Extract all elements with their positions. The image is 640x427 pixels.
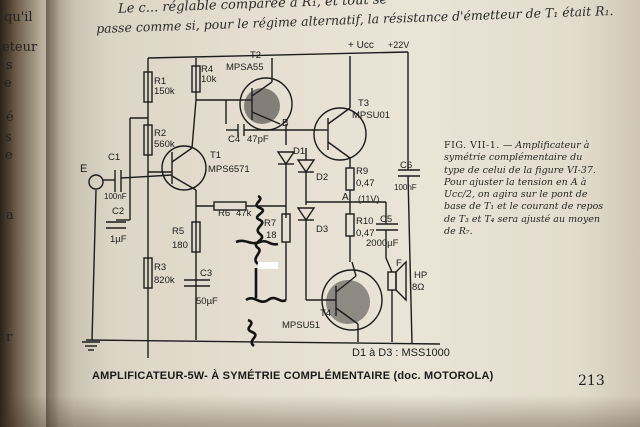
r6-label: R6	[218, 208, 230, 219]
c6-label: C6	[400, 160, 412, 171]
left-page-word: é	[6, 110, 14, 125]
r1-value: 150k	[154, 86, 175, 97]
left-page-word: s	[6, 58, 13, 73]
c4-label: C4	[228, 134, 240, 145]
left-page-word: r	[6, 330, 13, 345]
diode-note: D1 à D3 : MSS1000	[352, 347, 450, 359]
r7-value: 18	[266, 230, 277, 241]
r3-label: R3	[154, 262, 166, 273]
left-page-edge	[0, 0, 52, 427]
r9-value: 0,47	[356, 178, 375, 189]
t1-transistor	[161, 145, 207, 191]
figure-text: — Amplificateur à symétrie complémentair…	[444, 140, 604, 238]
page-number: 213	[578, 373, 605, 389]
c2-label: C2	[112, 206, 124, 217]
d1-diode	[276, 151, 296, 166]
t1-value: MPS6571	[208, 164, 250, 175]
r2-label: R2	[154, 128, 166, 139]
c3-label: C3	[200, 268, 212, 279]
node-a-label: A	[342, 192, 349, 203]
supply-label: + Ucc	[348, 40, 374, 51]
paint-smudge	[258, 262, 278, 269]
r3-value: 820k	[154, 275, 175, 286]
left-page-word: e	[5, 148, 13, 163]
r1-label: R1	[154, 76, 166, 87]
c5-value: 2000µF	[366, 238, 399, 249]
t2-label: T2	[250, 50, 261, 61]
c4-value: 47pF	[247, 134, 269, 145]
ground-symbol	[82, 341, 100, 351]
handwritten-scribble	[235, 194, 287, 348]
c3-value: 50µF	[196, 296, 218, 307]
d3-label: D3	[316, 224, 328, 235]
t4-label: T4	[320, 308, 331, 319]
r2-value: 560k	[154, 139, 175, 150]
r6-value: 47k	[236, 208, 252, 219]
r4-value: 10k	[201, 74, 217, 85]
r7-label: R7	[264, 218, 276, 229]
r5-label: R5	[172, 226, 184, 237]
c1-label: C1	[108, 152, 120, 163]
left-page-word: s	[5, 130, 12, 145]
t3-label: T3	[358, 98, 369, 109]
r5-resistor	[191, 221, 201, 253]
book-gutter-shadow	[46, 0, 74, 427]
f-label: F	[396, 258, 402, 269]
figure-caption: FIG. VII-1. — Amplificateur à symétrie c…	[444, 140, 604, 238]
r2-resistor	[143, 124, 153, 156]
left-page-word: eteur	[2, 40, 38, 55]
input-jack	[88, 174, 104, 190]
r4-label: R4	[201, 64, 213, 75]
c6-value: 100nF	[394, 183, 417, 192]
d3-diode	[296, 207, 316, 222]
supply-rail	[147, 51, 409, 59]
left-page-word: a	[6, 208, 14, 223]
hp-value: 8Ω	[412, 282, 424, 293]
left-page-word: qu'il	[4, 10, 33, 25]
t2-value: MPSA55	[226, 62, 264, 73]
hp-label: HP	[414, 270, 427, 281]
c5-label: C5	[380, 214, 392, 225]
figure-number: FIG. VII-1.	[444, 140, 500, 151]
loudspeaker-icon	[387, 271, 397, 291]
r4-resistor	[191, 65, 201, 93]
r7-resistor	[281, 213, 291, 243]
d2-label: D2	[316, 172, 328, 183]
r9-resistor	[345, 167, 355, 191]
input-label: E	[80, 163, 87, 175]
r9-label: R9	[356, 166, 368, 177]
supply-value: +22V	[388, 40, 409, 50]
t4-value: MPSU51	[282, 320, 320, 331]
r10-value: 0,47	[356, 228, 375, 239]
r10-resistor	[345, 213, 355, 237]
c1-value: 100nF	[104, 192, 127, 201]
left-page-word: e	[4, 76, 12, 91]
bottom-shadow	[0, 395, 640, 427]
node-b-label: B	[282, 118, 289, 129]
schematic-title: AMPLIFICATEUR-5W- À SYMÉTRIE COMPLÉMENTA…	[92, 370, 494, 382]
d2-diode	[296, 159, 316, 174]
ground-rail	[85, 339, 441, 345]
c2-value: 1µF	[110, 234, 127, 245]
t1-label: T1	[210, 150, 221, 161]
t3-value: MPSU01	[352, 110, 390, 121]
t3-transistor	[313, 107, 367, 161]
r1-resistor	[143, 71, 153, 103]
node-a-voltage: (11V)	[358, 194, 379, 204]
r10-label: R10	[356, 216, 373, 227]
d1-label: D1	[293, 146, 305, 157]
r3-resistor	[143, 257, 153, 289]
r5-value: 180	[172, 240, 188, 251]
